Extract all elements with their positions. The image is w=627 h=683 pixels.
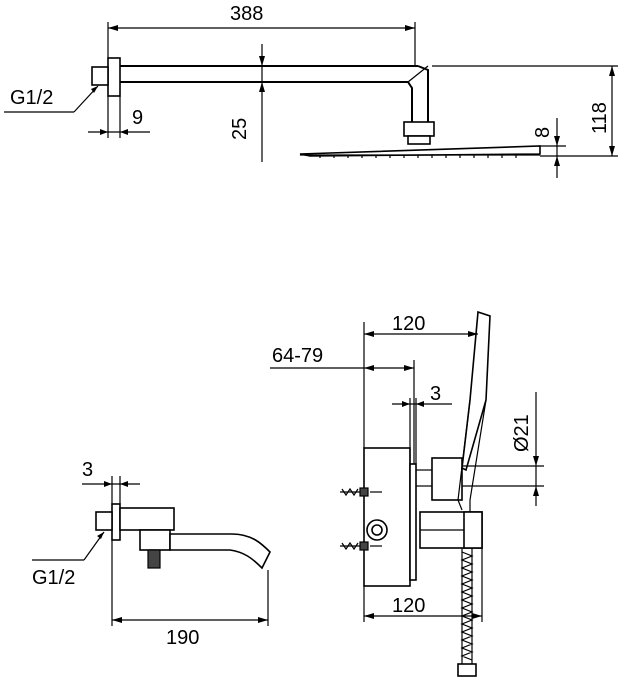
arm-elbow-seam — [407, 65, 429, 83]
mixer-round-fitting-inner — [371, 524, 383, 536]
dimension-head-8: 8 — [532, 118, 566, 178]
shower-head-nozzles — [319, 155, 517, 158]
hand-shower-head — [461, 310, 491, 472]
hand-shower-stem-edge — [469, 399, 487, 512]
arm-elbow-outer — [417, 65, 429, 122]
dimension-label-64-79: 64-79 — [272, 345, 323, 367]
spout-curve — [169, 533, 271, 570]
dimension-arm-drop-25: 25 — [229, 44, 265, 162]
dimension-label-g12-top: G1/2 — [10, 87, 53, 109]
spout-wall-plate — [111, 503, 121, 541]
dimension-label-120-top: 120 — [392, 313, 425, 335]
dimension-label-118: 118 — [589, 102, 611, 134]
dimension-spout-190: 190 — [111, 540, 269, 649]
hand-shower-stem — [457, 399, 471, 511]
dimension-label-120-bottom: 120 — [392, 595, 425, 617]
arm-thread-connector — [91, 66, 109, 86]
dimension-hose-diameter: Ø21 — [462, 392, 544, 506]
spout-thread-connector — [95, 511, 113, 531]
mixer-assembly — [340, 310, 491, 677]
dimension-depth-range: 64-79 — [270, 345, 415, 464]
arm-swivel-nut — [407, 135, 431, 145]
dimension-label-d21: Ø21 — [511, 414, 533, 452]
arm-swivel-joint — [403, 121, 435, 137]
thread-label-bottom: G1/2 — [32, 531, 105, 589]
mixer-concealed-box — [363, 447, 411, 587]
dimension-spout-plate-3: 3 — [82, 459, 140, 504]
dimension-label-25: 25 — [229, 118, 251, 140]
dimension-mixer-120-top: 120 — [363, 313, 478, 448]
mounting-screw-top — [340, 487, 382, 497]
dimension-height-118: 118 — [432, 65, 618, 157]
spout-diverter-knob — [147, 549, 161, 569]
spout-diverter — [139, 529, 171, 551]
arm-elbow-inner — [407, 81, 413, 122]
dimension-label-190: 190 — [166, 627, 199, 649]
bath-spout-assembly — [95, 503, 271, 570]
dimension-flange-9: 9 — [88, 96, 150, 138]
dimension-mixer-120-bottom: 120 — [363, 548, 483, 622]
dimension-label-388: 388 — [230, 3, 263, 25]
shower-hose — [457, 548, 477, 677]
dimension-mixer-plate-3: 3 — [392, 383, 452, 464]
shower-arm-assembly — [91, 57, 541, 158]
mixer-cover-plate — [409, 463, 417, 581]
mounting-screw-bottom — [340, 541, 382, 551]
arm-wall-flange — [107, 57, 121, 97]
dimension-label-8: 8 — [532, 127, 554, 138]
dimension-label-3-spout: 3 — [82, 459, 93, 481]
hand-shower-holder — [431, 457, 463, 501]
dimension-label-9: 9 — [132, 107, 143, 129]
dimension-label-3-mixer: 3 — [430, 383, 441, 405]
dimension-arm-length: 388 — [107, 3, 416, 66]
dimension-label-g12-bottom: G1/2 — [32, 567, 75, 589]
shower-hose-nut — [457, 663, 477, 677]
spout-upper-body — [119, 507, 175, 531]
mixer-lever-handle — [463, 511, 483, 549]
thread-label-top: G1/2 — [4, 85, 99, 113]
